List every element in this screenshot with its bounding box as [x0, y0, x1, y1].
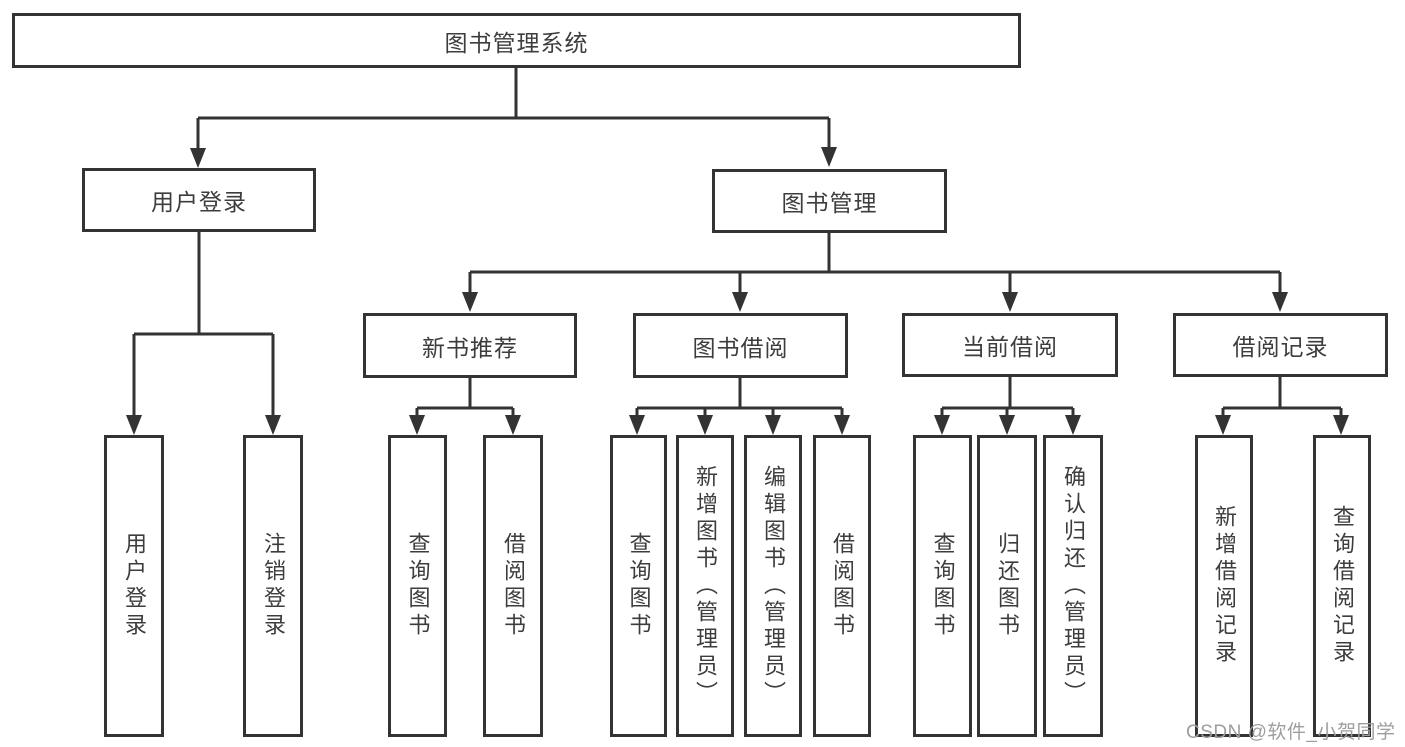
node-new-book-recommend: 新书推荐 [363, 313, 577, 378]
arrow-down-icon [629, 415, 645, 435]
leaf-confirm-return-admin: 确认归还（管理员） [1043, 435, 1103, 737]
leaf-edit-books-admin: 编辑图书（管理员） [744, 435, 802, 737]
csdn-watermark: CSDN @软件_小贺同学 [1186, 722, 1396, 743]
leaf-add-borrow-record: 新增借阅记录 [1195, 435, 1253, 737]
node-book-borrowing: 图书借阅 [633, 313, 848, 378]
connector-root-to-level2 [190, 68, 837, 168]
leaf-borrow-books-recommend: 借阅图书 [483, 435, 543, 737]
arrow-down-icon [190, 148, 206, 168]
node-user-login: 用户登录 [82, 168, 316, 232]
connector-book-borrow-branch [629, 378, 850, 435]
arrow-down-icon [1065, 415, 1081, 435]
arrow-down-icon [462, 292, 478, 312]
leaf-logout: 注销登录 [243, 435, 303, 737]
connector-borrow-records-branch [1215, 377, 1349, 435]
arrow-down-icon [1333, 415, 1349, 435]
arrow-down-icon [834, 415, 850, 435]
leaf-query-books-recommend: 查询图书 [388, 435, 447, 737]
arrow-down-icon [265, 415, 281, 435]
leaf-query-books-borrow: 查询图书 [610, 435, 667, 737]
leaf-borrow-books: 借阅图书 [813, 435, 871, 737]
arrow-down-icon [732, 292, 748, 312]
connector-book-management-branch [462, 233, 1288, 312]
arrow-down-icon [999, 415, 1015, 435]
connector-current-borrow-branch [934, 377, 1081, 435]
arrow-down-icon [821, 147, 837, 167]
leaf-user-login: 用户登录 [104, 435, 164, 737]
arrow-down-icon [1215, 415, 1231, 435]
node-book-management: 图书管理 [712, 169, 947, 233]
node-current-borrowing: 当前借阅 [902, 313, 1118, 377]
node-borrowing-records: 借阅记录 [1173, 313, 1388, 377]
arrow-down-icon [1002, 292, 1018, 312]
arrow-down-icon [697, 415, 713, 435]
leaf-query-borrow-record: 查询借阅记录 [1313, 435, 1371, 737]
leaf-query-books-current: 查询图书 [913, 435, 972, 737]
leaf-add-books-admin: 新增图书（管理员） [676, 435, 734, 737]
arrow-down-icon [409, 415, 425, 435]
arrow-down-icon [126, 415, 142, 435]
arrow-down-icon [765, 415, 781, 435]
arrow-down-icon [934, 415, 950, 435]
arrow-down-icon [1272, 292, 1288, 312]
arrow-down-icon [505, 415, 521, 435]
connector-user-login-branch [126, 232, 281, 435]
node-library-system: 图书管理系统 [12, 13, 1021, 68]
leaf-return-books: 归还图书 [977, 435, 1037, 737]
connector-new-book-branch [409, 378, 521, 435]
